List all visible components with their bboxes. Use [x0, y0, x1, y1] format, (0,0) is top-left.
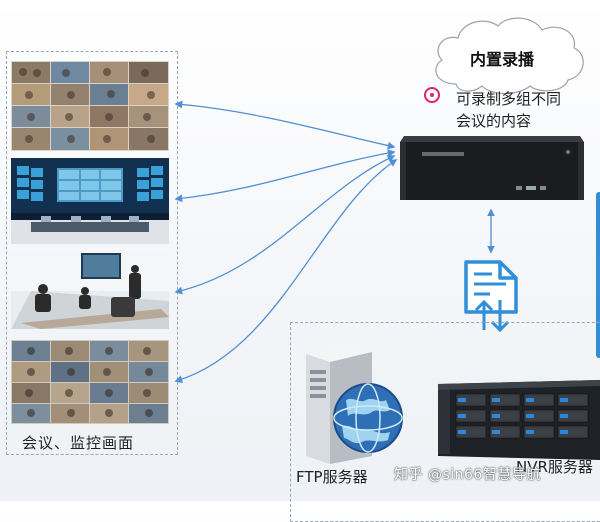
- arrow-to-monitoring-grid: [174, 159, 398, 383]
- conference-room-thumbnail: [11, 251, 169, 329]
- file-transfer-icon: [464, 260, 518, 333]
- connection-arrows: [174, 100, 495, 383]
- nvr-server-label: NVR服务器: [516, 458, 593, 476]
- record-bullet-icon: [424, 87, 440, 103]
- video-wall-thumbnail: [11, 158, 169, 244]
- ftp-server-icon: [306, 344, 403, 464]
- arrow-to-conference-room: [174, 155, 396, 295]
- recorder-description: 可录制多组不同 会议的内容: [456, 88, 561, 132]
- recorder-description-line1: 可录制多组不同: [456, 90, 562, 108]
- nvr-server-icon: [438, 380, 600, 460]
- side-bar-strip: [596, 192, 600, 358]
- arrow-to-video-wall: [174, 149, 396, 203]
- recorder-description-line2: 会议的内容: [456, 112, 532, 130]
- meeting-grid-thumbnail: [11, 61, 169, 151]
- monitoring-grid-thumbnail: [11, 340, 169, 424]
- arrow-to-meeting-grid: [174, 100, 396, 150]
- watermark-text: 知乎 @sin66智慧导航: [394, 467, 541, 483]
- cloud-title: 内置录播: [470, 50, 535, 69]
- cloud-shape: [435, 17, 584, 95]
- ftp-server-label: FTP服务器: [296, 468, 368, 486]
- video-sources-caption: 会议、监控画面: [22, 434, 135, 452]
- recorder-device: [400, 136, 584, 200]
